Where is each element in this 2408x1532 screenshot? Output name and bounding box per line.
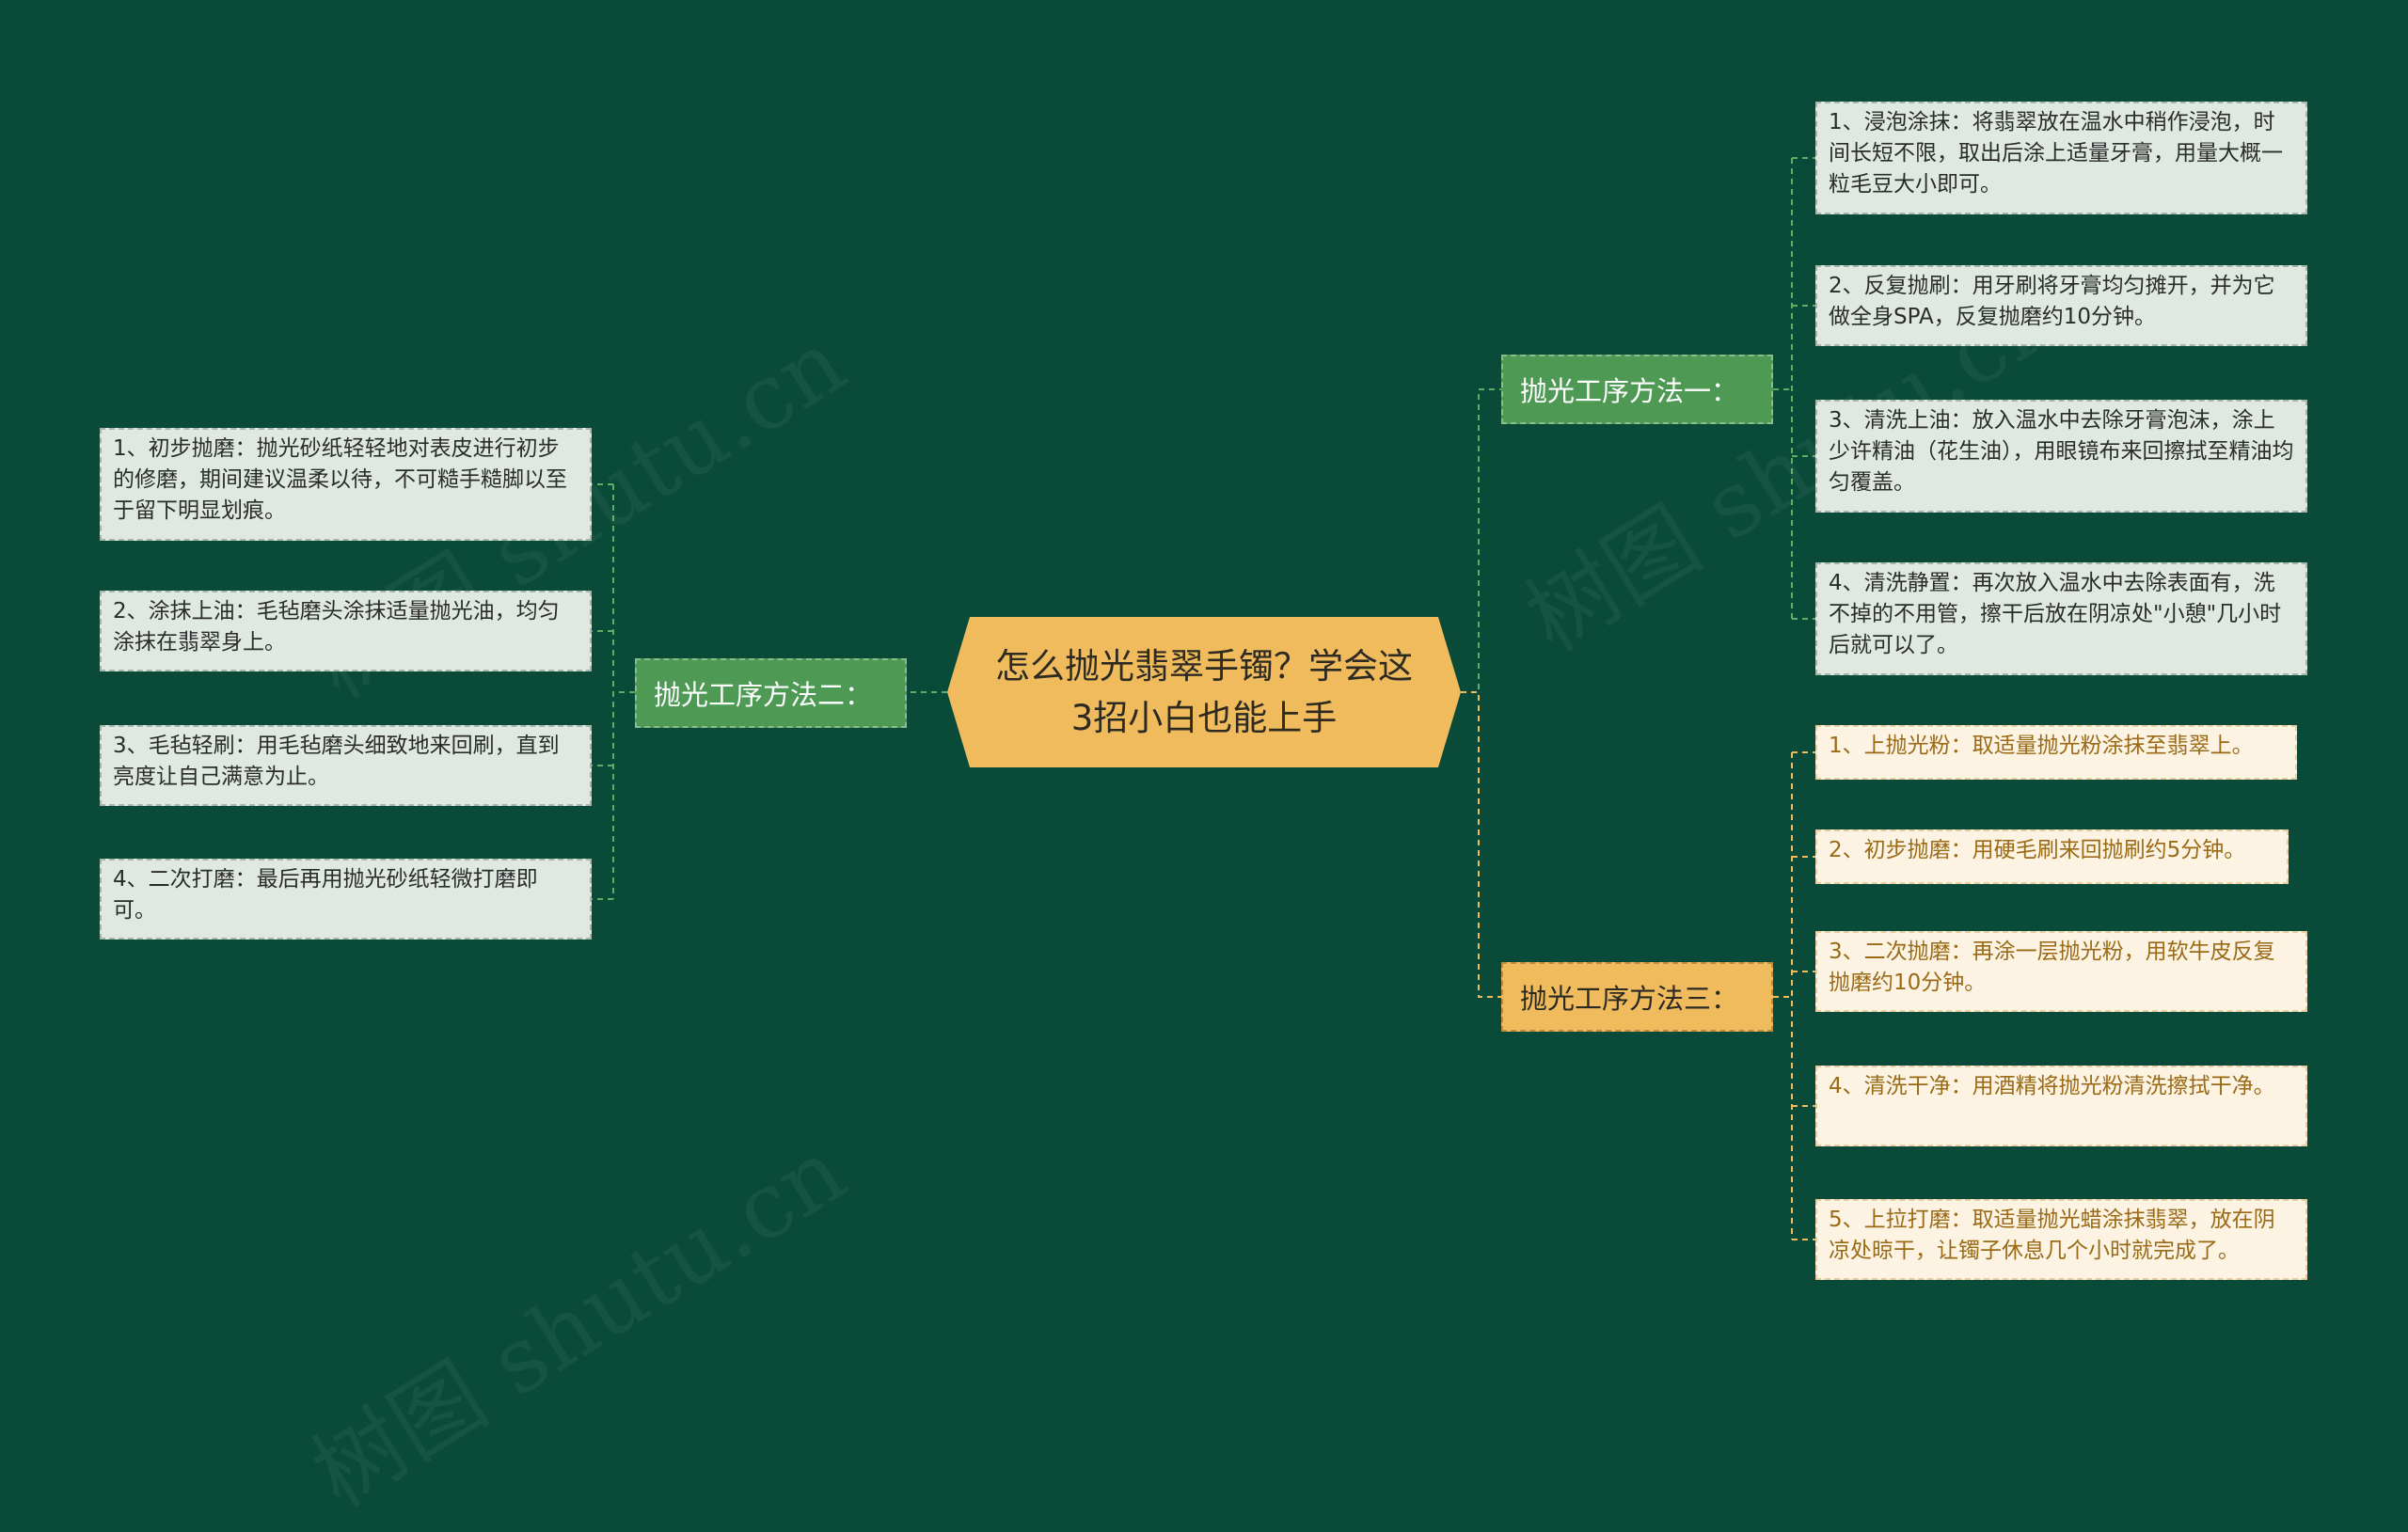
- connector-lines: [592, 157, 1815, 1240]
- leaf-method-1-step-4[interactable]: 4、清洗静置：再次放入温水中去除表面有，洗不掉的不用管，擦干后放在阴凉处"小憩"…: [1815, 562, 2307, 675]
- leaf-method-3-step-4[interactable]: 4、清洗干净：用酒精将抛光粉清洗擦拭干净。: [1815, 1066, 2307, 1146]
- connector-root-to-method-1: [1461, 388, 1501, 693]
- mindmap-canvas: 树图 shutu.cn 树图 shutu.cn 树图 shutu.cn 怎么抛光…: [100, 102, 2307, 1527]
- leaf-method-3-step-2[interactable]: 2、初步抛磨：用硬毛刷来回抛刷约5分钟。: [1815, 829, 2289, 884]
- leaf-method-2-step-1[interactable]: 1、初步抛磨：抛光砂纸轻轻地对表皮进行初步的修磨，期间建议温柔以待，不可糙手糙脚…: [100, 428, 592, 541]
- branch-method-1[interactable]: 抛光工序方法一：: [1501, 355, 1773, 424]
- leaf-method-1-step-1[interactable]: 1、浸泡涂抹：将翡翠放在温水中稍作浸泡，时间长短不限，取出后涂上适量牙膏，用量大…: [1815, 102, 2307, 214]
- leaf-method-3-step-3[interactable]: 3、二次抛磨：再涂一层抛光粉，用软牛皮反复抛磨约10分钟。: [1815, 931, 2307, 1012]
- branch-label: 抛光工序方法三：: [1520, 983, 1739, 1015]
- root-topic-label: 怎么抛光翡翠手镯？学会这3招小白也能上手: [995, 646, 1413, 738]
- branch-method-3[interactable]: 抛光工序方法三：: [1501, 962, 1773, 1032]
- leaf-method-1-step-3[interactable]: 3、清洗上油：放入温水中去除牙膏泡沫，涂上少许精油（花生油），用眼镜布来回擦拭至…: [1815, 400, 2307, 513]
- leaf-method-2-step-4[interactable]: 4、二次打磨：最后再用抛光砂纸轻微打磨即可。: [100, 859, 592, 940]
- leaf-method-1-step-2[interactable]: 2、反复抛刷：用牙刷将牙膏均匀摊开，并为它做全身SPA，反复抛磨约10分钟。: [1815, 265, 2307, 346]
- connector-root-to-method-3: [1461, 691, 1501, 998]
- root-topic[interactable]: 怎么抛光翡翠手镯？学会这3招小白也能上手: [947, 617, 1461, 767]
- leaf-method-2-step-3[interactable]: 3、毛毡轻刷：用毛毡磨头细致地来回刷，直到亮度让自己满意为止。: [100, 725, 592, 806]
- leaf-method-2-step-2[interactable]: 2、涂抹上油：毛毡磨头涂抹适量抛光油，均匀涂抹在翡翠身上。: [100, 591, 592, 671]
- branch-label: 抛光工序方法一：: [1520, 375, 1739, 407]
- leaf-method-3-step-5[interactable]: 5、上拉打磨：取适量抛光蜡涂抹翡翠，放在阴凉处晾干，让镯子休息几个小时就完成了。: [1815, 1199, 2307, 1280]
- branch-method-2[interactable]: 抛光工序方法二：: [635, 658, 907, 728]
- leaf-method-3-step-1[interactable]: 1、上抛光粉：取适量抛光粉涂抹至翡翠上。: [1815, 725, 2297, 780]
- branch-label: 抛光工序方法二：: [654, 679, 873, 711]
